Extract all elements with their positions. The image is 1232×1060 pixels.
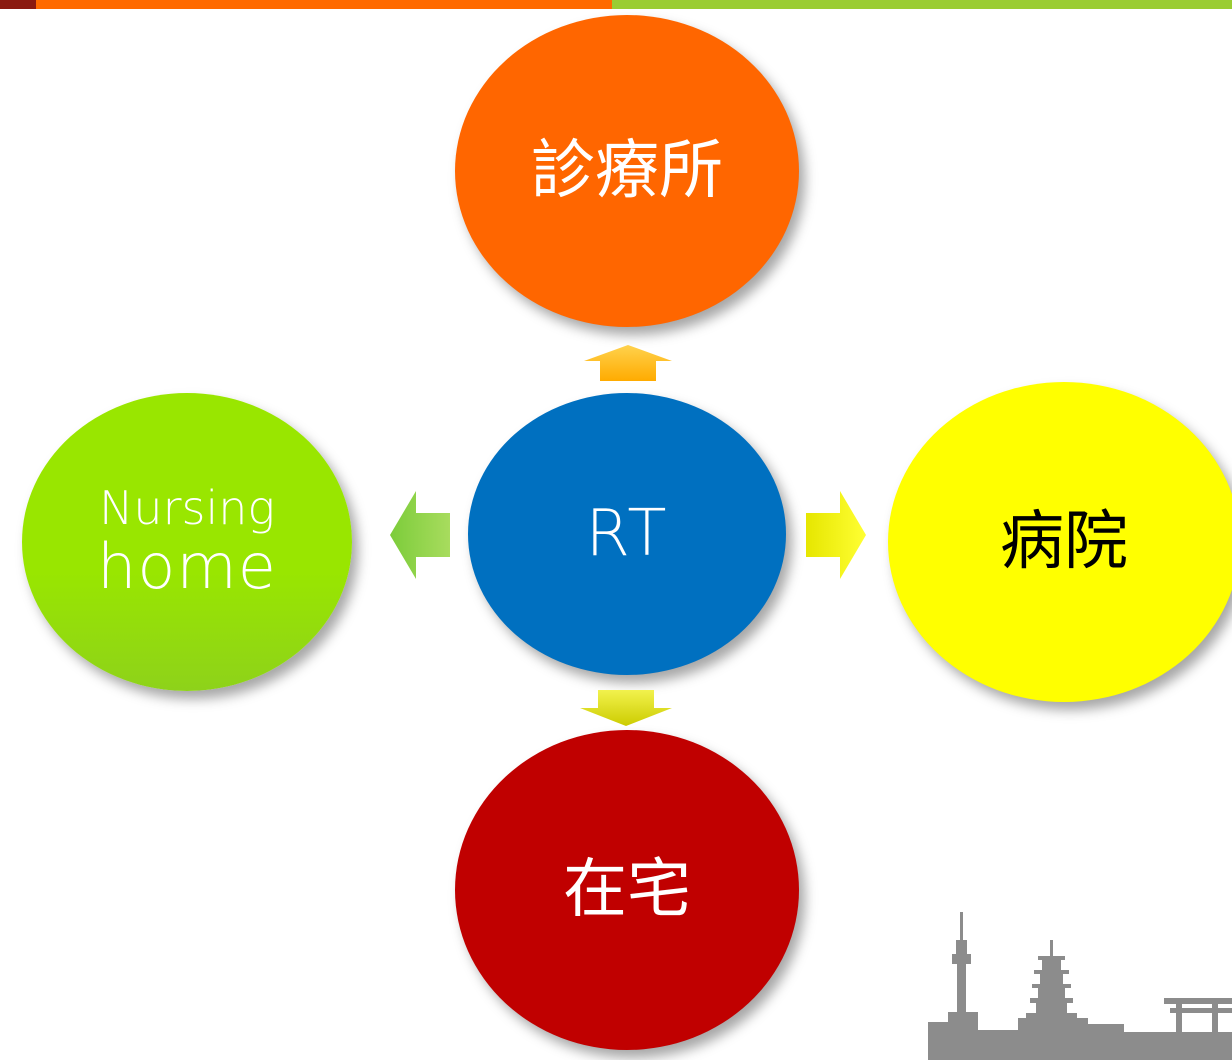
node-home-care: 在宅 <box>455 730 799 1050</box>
node-rt-label: RT <box>585 496 669 571</box>
node-hospital: 病院 <box>888 382 1232 702</box>
node-rt-center: RT <box>468 393 786 675</box>
kyoto-skyline-icon <box>928 912 1232 1060</box>
node-home-care-label: 在宅 <box>563 852 691 927</box>
node-nursing-home-label-line1: Nursing <box>99 480 275 535</box>
arrow-up-shape <box>584 345 672 381</box>
top-accent-segment-green <box>612 0 1232 9</box>
top-accent-bar <box>0 0 1232 9</box>
node-hospital-label: 病院 <box>1000 504 1128 579</box>
arrow-right-shape <box>806 491 866 579</box>
node-clinic-label: 診療所 <box>531 133 723 208</box>
arrow-left-icon <box>390 491 450 579</box>
node-nursing-home: Nursing home <box>22 393 352 691</box>
top-accent-segment-orange <box>36 0 612 9</box>
arrow-right-icon <box>806 491 866 579</box>
node-clinic: 診療所 <box>455 15 799 327</box>
skyline-shape <box>928 912 1232 1060</box>
arrow-left-shape <box>390 491 450 579</box>
arrow-down-shape <box>580 690 672 726</box>
node-nursing-home-label-line2: home <box>97 530 277 604</box>
top-accent-segment-dark <box>0 0 36 9</box>
arrow-up-icon <box>584 345 672 381</box>
arrow-down-icon <box>580 690 672 726</box>
